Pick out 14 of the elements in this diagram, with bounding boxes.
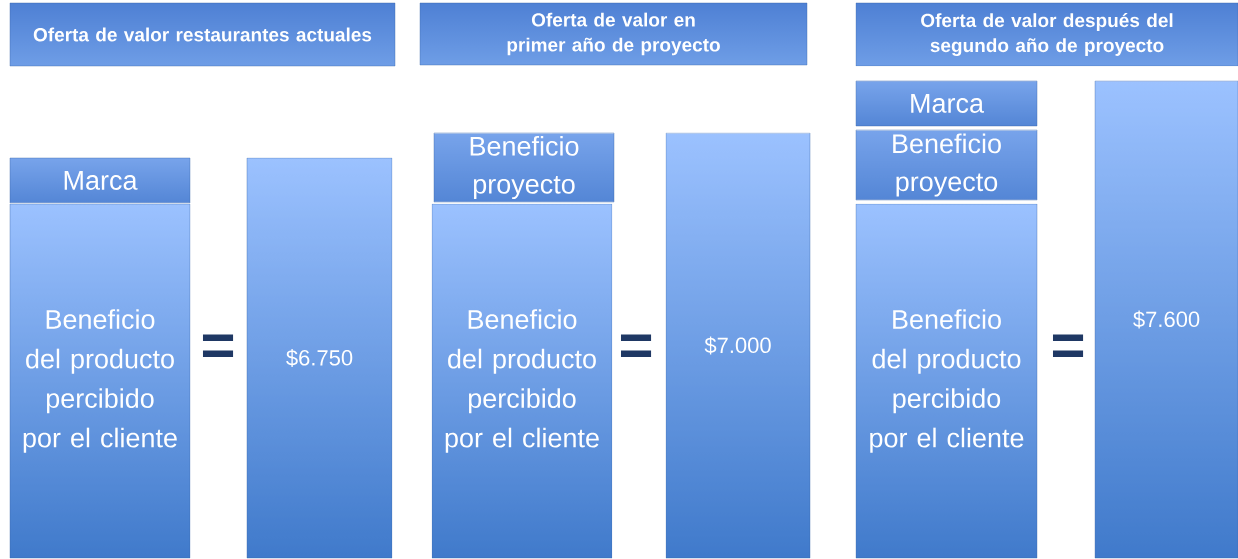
label-box: Beneficio proyecto bbox=[855, 129, 1038, 201]
value-box: $7.000 bbox=[665, 132, 811, 559]
equals-sign: = bbox=[1053, 334, 1084, 358]
equals-sign: = bbox=[621, 334, 652, 358]
header-box: Oferta de valor restaurantes actuales bbox=[9, 2, 396, 67]
equals-sign: = bbox=[203, 334, 234, 358]
label-box: Marca bbox=[855, 80, 1038, 127]
column-box: Beneficio del producto percibido por el cliente bbox=[855, 203, 1038, 559]
label-box: Marca bbox=[9, 157, 191, 204]
header-box: Oferta de valor después del segundo año de proyecto bbox=[855, 2, 1238, 67]
value-box: $6.750 bbox=[246, 157, 393, 559]
value-box: $7.600 bbox=[1094, 80, 1238, 559]
label-box: Beneficio proyecto bbox=[433, 132, 615, 203]
header-box: Oferta de valor en primer año de proyecto bbox=[419, 2, 808, 66]
